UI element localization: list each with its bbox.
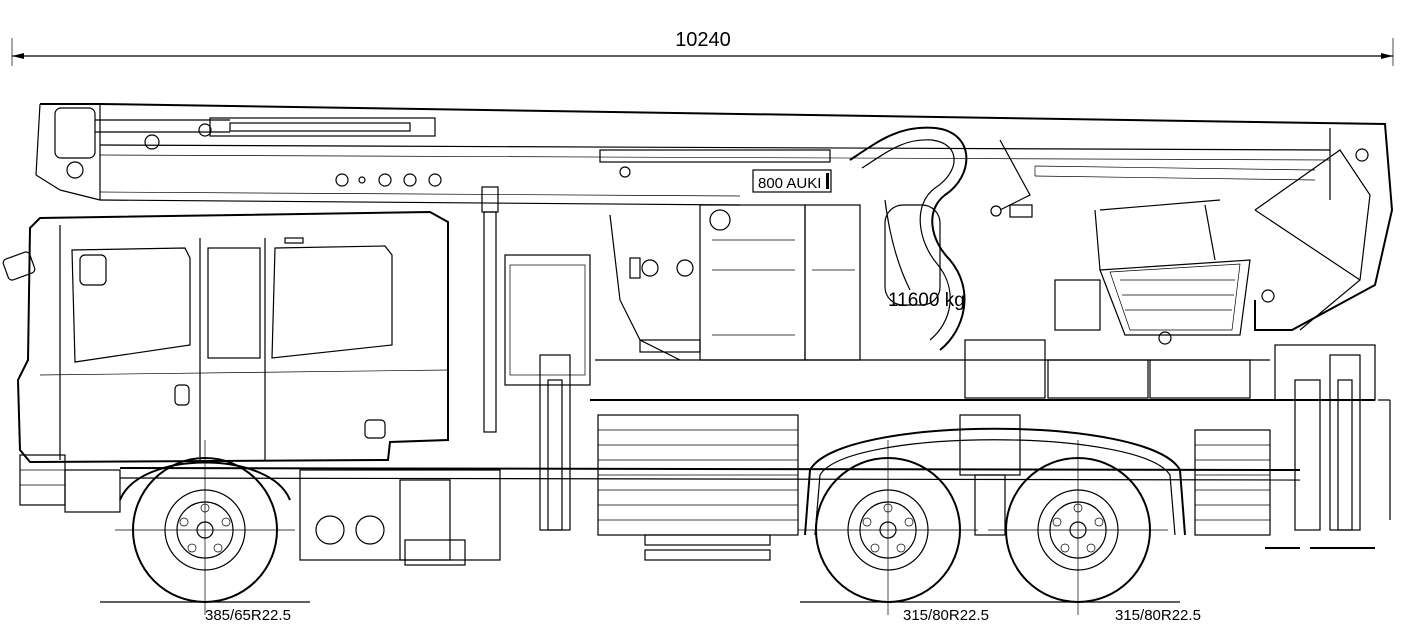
ground-and-tyres: 385/65R22.5 315/80R22.5 315/80R22.5	[100, 601, 1201, 624]
tyre-label-front: 385/65R22.5	[205, 607, 291, 624]
exhaust	[481, 186, 499, 433]
rescue-basket	[1054, 199, 1251, 345]
cab	[2, 210, 449, 513]
rear-wheel-2	[988, 440, 1168, 615]
length-label: 10240	[675, 29, 731, 51]
rear-wheel-1	[798, 440, 978, 615]
boom: 800 AUKI	[35, 103, 1394, 351]
length-dimension: 10240	[11, 29, 1394, 66]
body	[539, 339, 1391, 561]
pump-unit: 11600 kg	[504, 199, 965, 386]
tyre-label-rear-1: 315/80R22.5	[903, 607, 989, 624]
front-wheel	[115, 440, 295, 615]
weight-label: 11600 kg	[888, 290, 965, 311]
tyre-label-rear-2: 315/80R22.5	[1115, 607, 1201, 624]
boom-model-label: 800 AUKI	[758, 175, 821, 192]
chassis	[119, 467, 1301, 566]
